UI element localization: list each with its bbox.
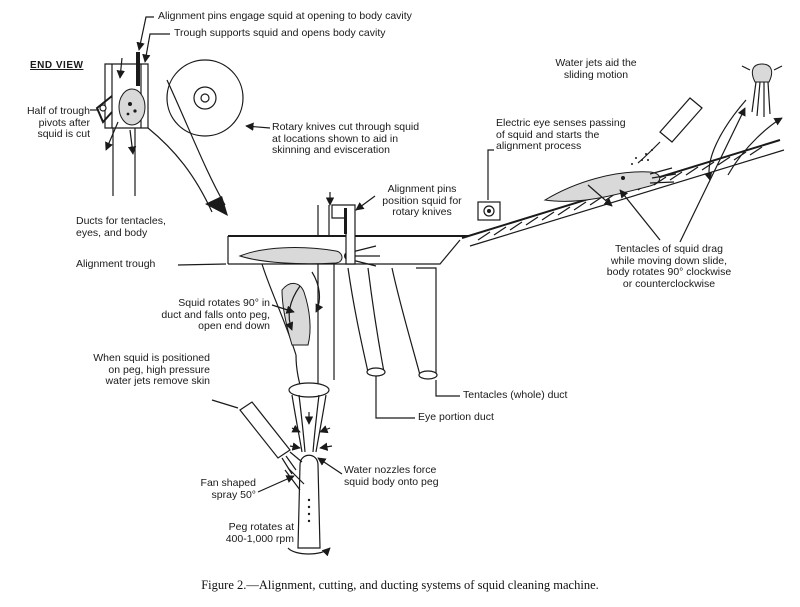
rotary-knife-slots [317,205,330,236]
half-trough-pivots-label: Half of trough pivots after squid is cut [26,105,90,140]
water-jet-nozzle [659,97,703,143]
alignment-pins-position-label: Alignment pins position squid for rotary… [382,183,462,218]
tentacles-duct-label: Tentacles (whole) duct [463,389,568,401]
rotary-knives-label: Rotary knives cut through squid at locat… [272,121,420,156]
trough-supports-label: Trough supports squid and opens body cav… [174,27,386,39]
squid-in-trough [238,247,343,265]
skin-removal-jet [239,401,291,459]
alignment-pins-engage-label: Alignment pins engage squid at opening t… [158,10,412,22]
eye-portion-duct-label: Eye portion duct [418,411,494,423]
peg-rotates-label: Peg rotates at 400-1,000 rpm [225,521,294,545]
main-machine [177,63,785,557]
falling-squid [751,63,773,83]
alignment-trough-label: Alignment trough [76,258,156,270]
squid-rotates-label: Squid rotates 90° in duct and falls onto… [161,297,270,332]
water-nozzles-label: Water nozzles force squid body onto peg [344,464,439,488]
end-view-label: END VIEW [30,60,84,71]
end-view-duct [112,128,136,196]
ducts-for-label: Ducts for tentacles, eyes, and body [76,215,166,239]
figure-caption: Figure 2.—Alignment, cutting, and ductin… [201,578,599,592]
tentacles-drag-label: Tentacles of squid drag while moving dow… [606,243,732,290]
alignment-pin-holder [331,204,356,265]
rotating-peg [297,454,321,549]
eye-portion-duct [347,267,385,373]
end-view-pivot-half [95,95,113,124]
electric-eye-label: Electric eye senses passing of squid and… [496,117,626,152]
water-jets-aid-label: Water jets aid the sliding motion [555,57,637,81]
end-view-alignment-pin [136,52,140,86]
tentacles-duct [391,267,437,376]
when-positioned-label: When squid is positioned on peg, high pr… [93,352,210,387]
fan-spray-label: Fan shaped spray 50° [200,477,256,501]
end-view-assembly [90,16,271,216]
squid-on-slide [543,171,661,202]
end-view-squid-section [118,88,146,126]
